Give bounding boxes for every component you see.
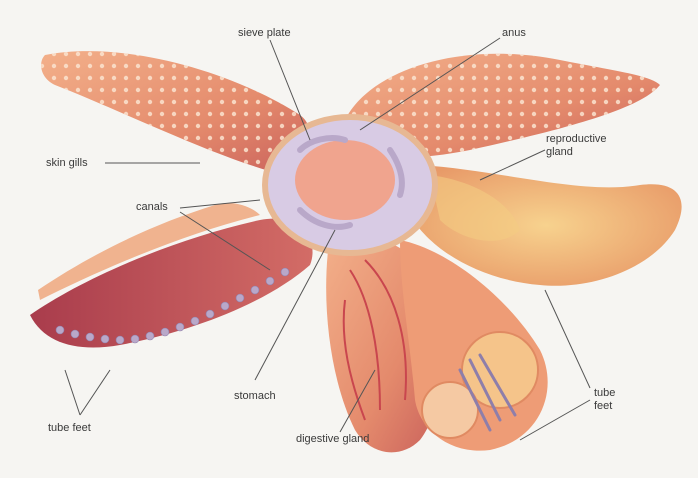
- label-tube-feet-left: tube feet: [48, 422, 91, 435]
- label-anus: anus: [502, 27, 526, 40]
- label-canals: canals: [136, 201, 168, 214]
- label-skin-gills: skin gills: [46, 157, 88, 170]
- label-digestive-gland: digestive gland: [296, 433, 369, 446]
- arm-lower-left: [30, 203, 313, 347]
- label-reproductive-gland: reproductive gland: [546, 133, 607, 159]
- central-disc: [265, 117, 435, 253]
- label-tube-feet-right: tube feet: [594, 387, 615, 413]
- label-sieve-plate: sieve plate: [238, 27, 291, 40]
- label-stomach: stomach: [234, 390, 276, 403]
